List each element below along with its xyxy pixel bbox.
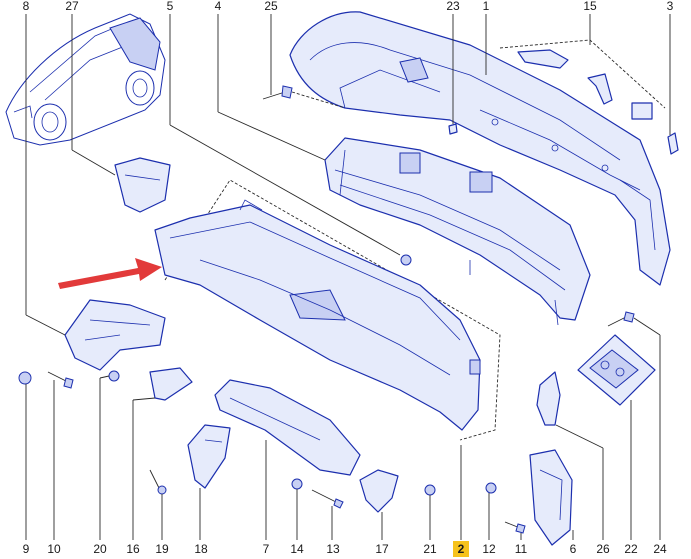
- label-27: 27: [65, 0, 79, 13]
- part-24-screw: [607, 311, 635, 327]
- label-23: 23: [446, 0, 460, 13]
- part-11-screw: [504, 521, 526, 534]
- label-8: 8: [23, 0, 30, 13]
- part-15-clips: [499, 39, 666, 109]
- part-12-nut: [485, 482, 497, 494]
- label-26: 26: [596, 542, 610, 556]
- part-21-nut: [424, 484, 436, 496]
- part-19-screw: [149, 469, 167, 495]
- label-16: 16: [126, 542, 140, 556]
- labels-bottom: 9 10 20 16 19 18 7 14 13 17 21 2 12 11 6…: [23, 542, 667, 556]
- label-20: 20: [93, 542, 107, 556]
- part-26-bracket: [536, 371, 561, 426]
- leader-lines: [25, 14, 671, 540]
- label-11: 11: [515, 542, 528, 556]
- part-3-bracket: [631, 102, 679, 155]
- part-22-clip-box: [577, 334, 656, 406]
- label-21: 21: [423, 542, 437, 556]
- highlight-box: [453, 541, 469, 557]
- labels-top: 8 27 5 4 25 23 1 15 3: [23, 0, 674, 13]
- label-10: 10: [47, 542, 61, 556]
- part-14-nut: [291, 478, 303, 490]
- label-15: 15: [583, 0, 597, 13]
- pointer-arrow: [58, 258, 162, 289]
- label-4: 4: [215, 0, 222, 13]
- label-12: 12: [482, 542, 496, 556]
- part-6-side-bracket: [529, 449, 573, 546]
- label-22: 22: [624, 542, 638, 556]
- label-3: 3: [667, 0, 674, 13]
- label-6: 6: [570, 542, 577, 556]
- part-17-bracket: [359, 469, 399, 513]
- label-7: 7: [263, 542, 270, 556]
- car-thumbnail: [5, 13, 166, 146]
- part-4-beam: [324, 137, 591, 326]
- label-18: 18: [194, 542, 208, 556]
- label-5: 5: [167, 0, 174, 13]
- label-14: 14: [290, 542, 304, 556]
- label-9: 9: [23, 542, 30, 556]
- part-18-bracket: [187, 424, 231, 489]
- part-10-screw: [47, 371, 74, 389]
- part-20-nut: [108, 370, 120, 382]
- part-16-bracket: [149, 367, 193, 401]
- part-13-screw: [311, 489, 344, 509]
- part-2-lower-diffuser: [154, 179, 501, 441]
- label-2: 2: [458, 542, 465, 556]
- part-27-bracket: [114, 157, 171, 213]
- label-19: 19: [155, 542, 169, 556]
- label-17: 17: [375, 542, 389, 556]
- label-13: 13: [326, 542, 340, 556]
- part-1-bumper-cover: [289, 11, 671, 286]
- part-23-clip: [448, 123, 458, 135]
- label-24: 24: [653, 542, 667, 556]
- label-1: 1: [483, 0, 490, 13]
- part-8-bracket: [64, 299, 166, 371]
- part-9-nut: [18, 371, 32, 385]
- label-25: 25: [264, 0, 278, 13]
- part-25-screw: [262, 85, 346, 109]
- part-7-side-beam: [214, 379, 361, 476]
- part-5-nut: [400, 254, 412, 266]
